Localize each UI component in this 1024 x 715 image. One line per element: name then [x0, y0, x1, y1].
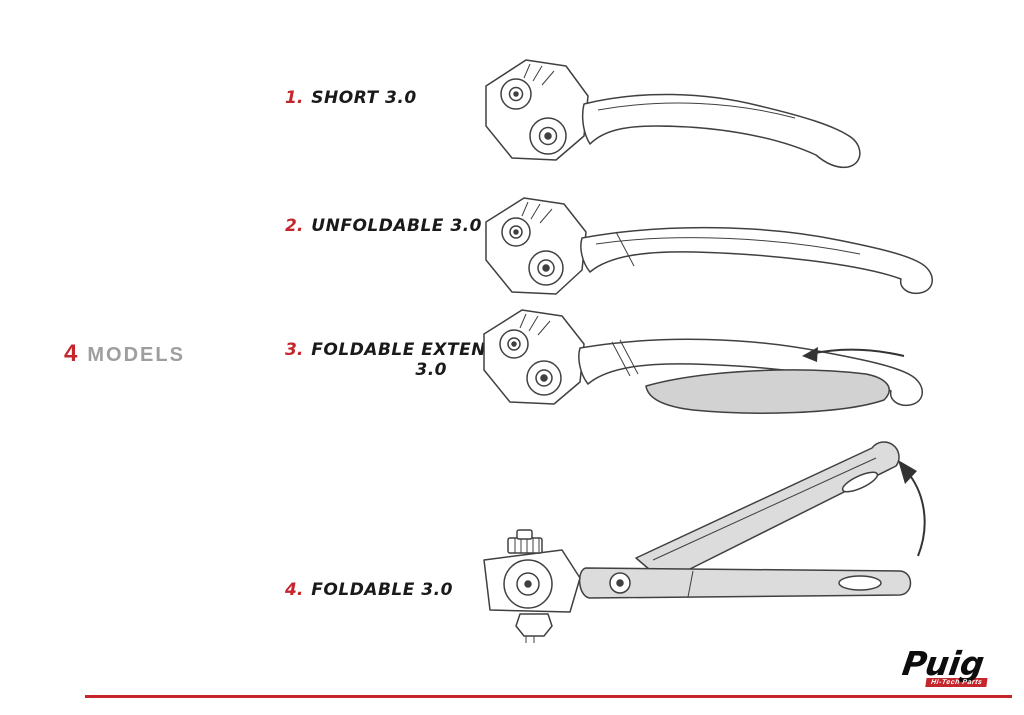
bottom-red-rule: [85, 695, 1012, 698]
models-count: 4: [64, 340, 78, 367]
model-1-label: 1. SHORT 3.0: [285, 88, 417, 108]
extension-shade: [645, 369, 890, 414]
lever-short-illustration: [485, 59, 861, 169]
lever-foldable-extendable-illustration: [483, 309, 923, 414]
model-4-label: 4. FOLDABLE 3.0: [285, 580, 453, 600]
fold-arrow-icon: [898, 460, 926, 557]
lever-unfoldable-sketch: [485, 197, 933, 295]
model-2-label: 2. UNFOLDABLE 3.0: [285, 216, 482, 236]
puig-logo-tagline: Hi-Tech Parts: [925, 678, 988, 688]
folded-blade: [635, 441, 900, 583]
models-heading-label: MODELS: [87, 344, 185, 366]
main-arm: [578, 567, 912, 599]
model-4-text: FOLDABLE 3.0: [311, 580, 453, 600]
model-2-number: 2.: [285, 216, 304, 236]
model-2-text: UNFOLDABLE 3.0: [311, 216, 482, 236]
model-3-number: 3.: [285, 340, 304, 360]
model-1-text: SHORT 3.0: [311, 88, 417, 108]
puig-logo-brand: Puig: [899, 644, 987, 683]
model-4-number: 4.: [285, 580, 304, 600]
puig-logo: Puig Hi-Tech Parts: [899, 644, 992, 688]
lever-foldable-sketch: [483, 441, 912, 643]
lever-foldable-illustration: [483, 441, 926, 643]
lever-unfoldable-illustration: [485, 197, 933, 295]
model-1-number: 1.: [285, 88, 304, 108]
lever-short-sketch: [485, 59, 861, 169]
models-heading: 4 MODELS: [64, 340, 185, 368]
lever-foldable-extendable-sketch: [483, 309, 923, 414]
extend-arrow-icon: [802, 347, 905, 362]
